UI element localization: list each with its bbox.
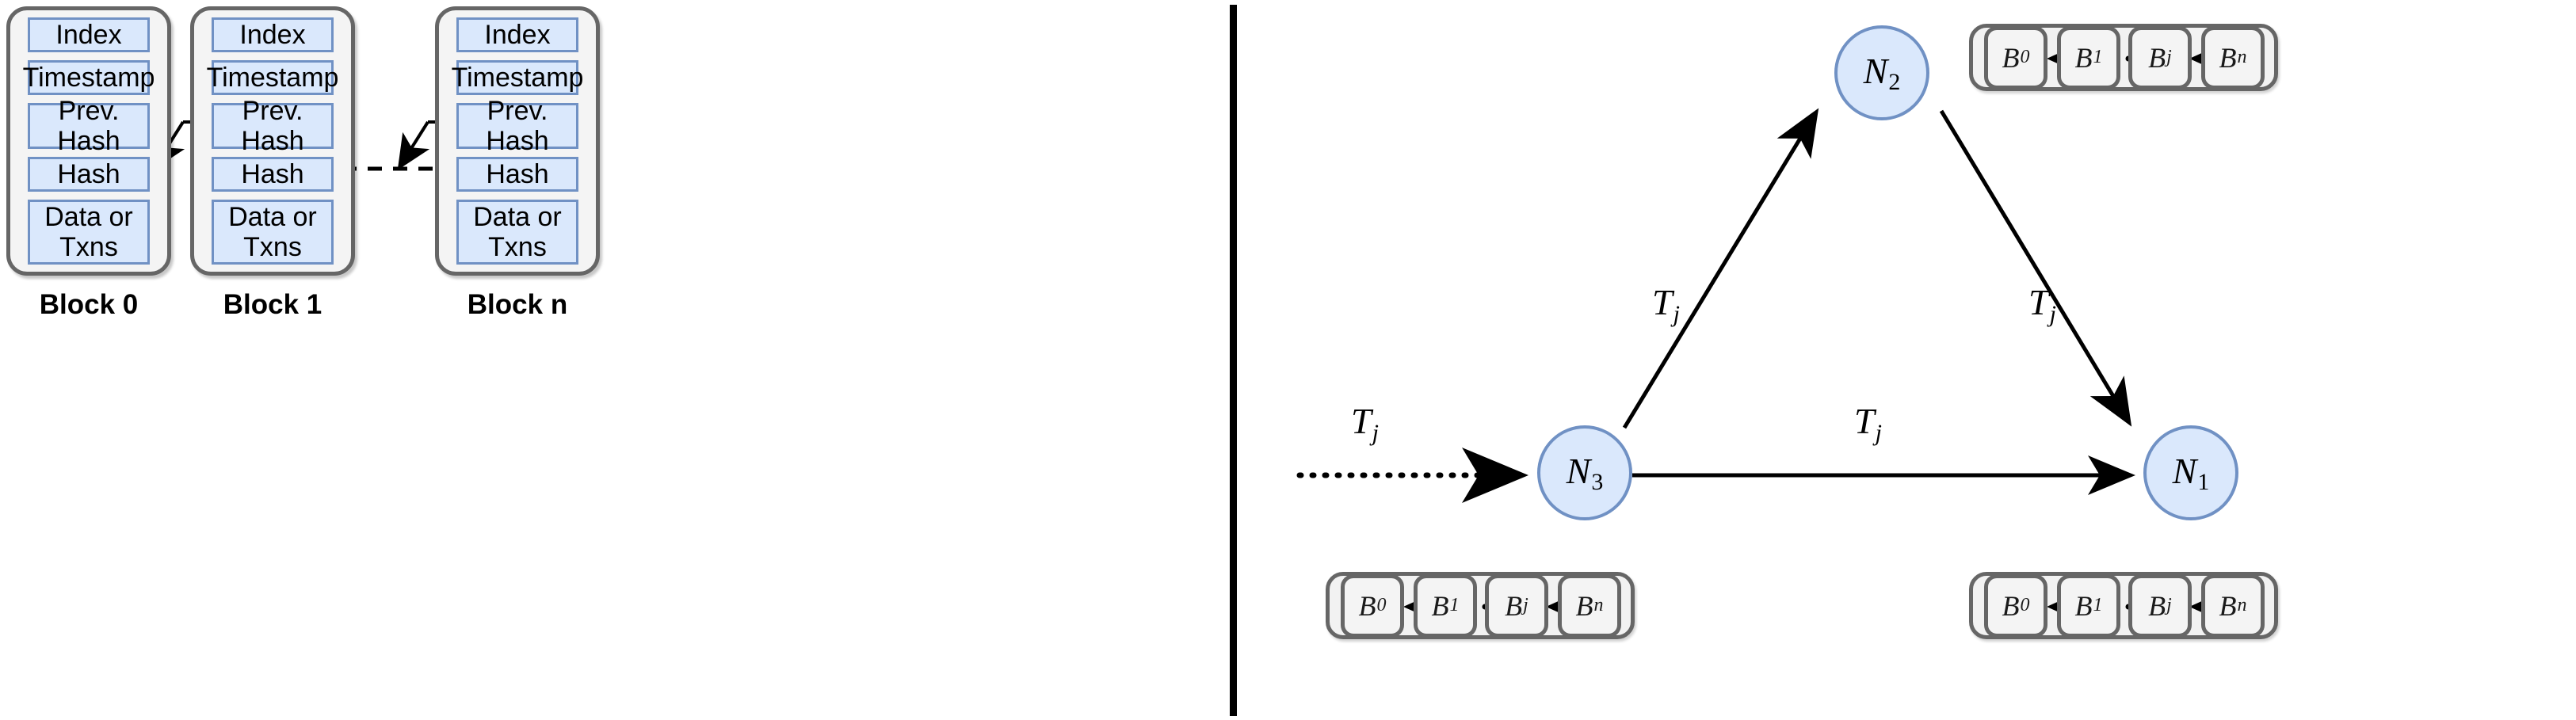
edge-N3-to-N2 <box>1622 108 1819 429</box>
block-label-0: Block 0 <box>39 289 139 320</box>
node-N2-label: N2 <box>1863 50 1901 96</box>
edge-label-incoming-to-N3: Tj <box>1351 401 1379 446</box>
block-field-timestamp: Timestamp <box>452 59 583 95</box>
block-field-timestamp: Timestamp <box>23 59 155 95</box>
panel-divider <box>1230 5 1237 716</box>
block-field-data-txns: Data or Txns <box>456 200 578 265</box>
block-field-prev-hash: Prev. Hash <box>456 96 578 156</box>
block-field-hash: Hash <box>28 156 150 192</box>
node-N1[interactable]: N1 <box>2143 425 2238 520</box>
block-field-prev-hash: Prev. Hash <box>28 96 150 156</box>
block-field-index: Index <box>212 17 334 52</box>
node-N3[interactable]: N3 <box>1537 425 1632 520</box>
block-field-hash: Hash <box>212 156 334 192</box>
edge-label-N3-to-N2: Tj <box>1652 282 1680 327</box>
node-N3-label: N3 <box>1566 450 1604 496</box>
block-field-data-txns: Data or Txns <box>28 200 150 265</box>
block-field-data-txns: Data or Txns <box>212 200 334 265</box>
block-label-1: Block 1 <box>223 289 322 320</box>
link-arrow-blockn-prev <box>397 120 430 170</box>
edge-label-N2-to-N1: Tj <box>2028 282 2056 327</box>
node-network-panel: N2 N3 N1 Tj Tj Tj Tj <box>1220 0 2576 720</box>
edge-label-N3-to-N1: Tj <box>1854 401 1882 446</box>
block-card-0[interactable]: Index Timestamp Prev. Hash Hash Data or … <box>6 6 171 276</box>
edge-N2-to-N1 <box>1939 109 2132 427</box>
block-field-index: Index <box>456 17 578 52</box>
block-card-n[interactable]: Index Timestamp Prev. Hash Hash Data or … <box>435 6 600 276</box>
block-structure-panel: Index Timestamp Prev. Hash Hash Data or … <box>0 0 1220 720</box>
block-label-n: Block n <box>467 289 568 320</box>
block-field-index: Index <box>28 17 150 52</box>
block-field-timestamp: Timestamp <box>207 59 338 95</box>
block-fields-0: Index Timestamp Prev. Hash Hash Data or … <box>10 10 167 272</box>
block-card-1[interactable]: Index Timestamp Prev. Hash Hash Data or … <box>190 6 355 276</box>
block-fields-1: Index Timestamp Prev. Hash Hash Data or … <box>194 10 351 272</box>
block-fields-n: Index Timestamp Prev. Hash Hash Data or … <box>439 10 596 272</box>
block-field-hash: Hash <box>456 156 578 192</box>
node-N1-label: N1 <box>2172 450 2210 496</box>
block-link-overlay <box>152 120 445 171</box>
node-N2[interactable]: N2 <box>1834 25 1929 120</box>
block-field-prev-hash: Prev. Hash <box>212 96 334 156</box>
